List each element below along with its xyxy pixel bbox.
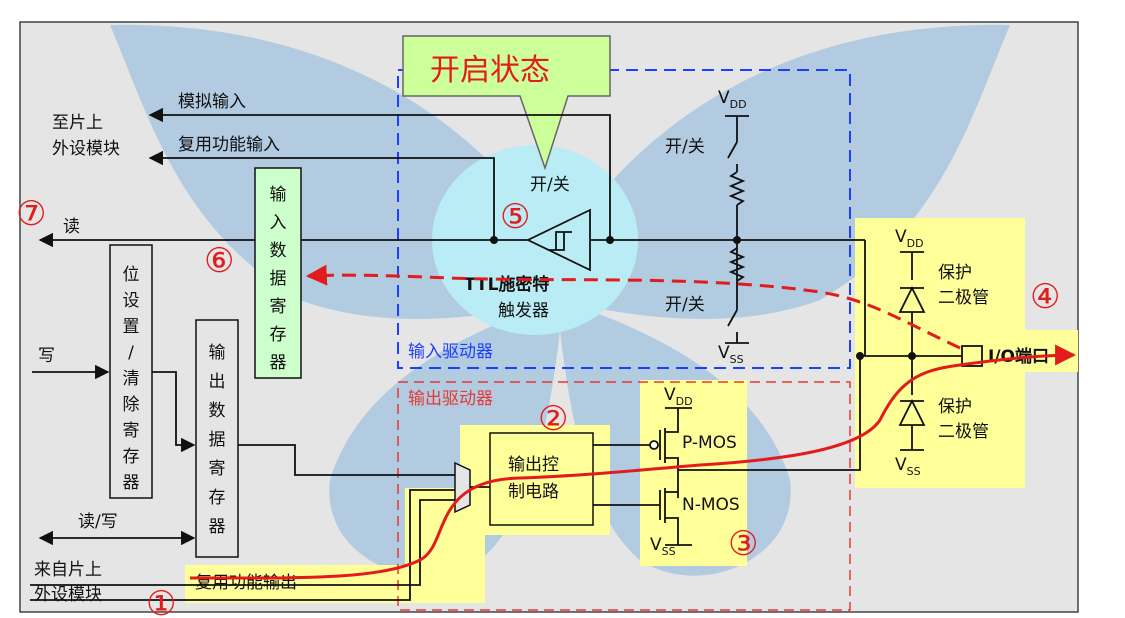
svg-text:VDD: VDD <box>718 88 747 111</box>
bit-set-clear-reg-char: 除 <box>123 395 140 415</box>
analog-input-path <box>148 107 611 240</box>
marker-1: ① <box>146 584 176 618</box>
bit-set-clear-reg-char: 设 <box>123 291 140 311</box>
output-junction <box>856 352 864 360</box>
schmitt-switch-label: 开/关 <box>530 175 570 195</box>
schmitt-label-2: 触发器 <box>498 301 549 321</box>
from-peripheral-label-1: 来自片上 <box>34 560 102 580</box>
input-data-register <box>254 167 302 379</box>
output-signal-path <box>189 344 1077 580</box>
vdd-pullup: VDD <box>718 88 747 111</box>
output-control-label-2: 制电路 <box>508 482 559 502</box>
bit-set-clear-reg-char: 位 <box>123 265 140 285</box>
output-data-reg-char: 数 <box>209 401 226 421</box>
svg-text:VSS: VSS <box>718 343 744 366</box>
output-data-reg-char: 输 <box>209 343 226 363</box>
output-driver-label: 输出驱动器 <box>408 389 493 409</box>
output-driver-box <box>397 381 851 611</box>
marker-3: ③ <box>728 524 758 564</box>
pmos-label: P-MOS <box>682 433 737 453</box>
svg-text:VDD: VDD <box>664 385 693 408</box>
input-data-reg-char: 据 <box>270 269 287 289</box>
input-data-reg-char: 存 <box>270 325 287 345</box>
schmitt-label-1: TTL施密特 <box>464 274 549 295</box>
alt-func-input-path <box>148 150 495 240</box>
io-port-label: I/O端口 <box>988 346 1049 367</box>
output-data-reg-char: 存 <box>209 488 226 508</box>
output-data-reg-char: 据 <box>209 430 226 450</box>
to-peripheral-label-2: 外设模块 <box>52 139 120 159</box>
to-peripheral-label-1: 至片上 <box>52 113 103 133</box>
output-data-reg-char: 出 <box>209 372 226 392</box>
bit-set-clear-reg-char: 置 <box>123 317 140 337</box>
bit-set-clear-register <box>109 244 153 499</box>
marker-6: ⑥ <box>204 241 234 281</box>
output-mux <box>454 461 471 514</box>
schmitt-output-junction <box>606 236 614 244</box>
open-state-title: 开启状态 <box>430 53 550 88</box>
mos-transistors <box>593 356 861 546</box>
write-label: 写 <box>38 346 55 366</box>
svg-text:VDD: VDD <box>895 227 924 250</box>
svg-text:VSS: VSS <box>895 455 921 478</box>
diode-junction <box>908 352 916 360</box>
diode-bottom-label-1: 保护 <box>938 397 972 417</box>
input-data-reg-char: 数 <box>270 241 287 261</box>
input-signal-path <box>305 264 961 350</box>
input-data-reg-char: 寄 <box>270 297 287 317</box>
marker-4: ④ <box>1030 277 1060 317</box>
input-driver-label: 输入驱动器 <box>408 342 493 362</box>
pullup-switch-label: 开/关 <box>665 137 705 157</box>
bit-set-clear-reg-char: 器 <box>123 473 140 493</box>
bit-set-clear-reg-char: / <box>128 343 134 363</box>
read-label: 读 <box>63 217 80 237</box>
vdd-diode: VDD <box>895 227 924 250</box>
vss-nmos: VSS <box>650 535 676 558</box>
vss-pulldown: VSS <box>718 343 744 366</box>
output-data-reg-char: 器 <box>209 517 226 537</box>
output-data-reg-char: 寄 <box>209 459 226 479</box>
read-path <box>38 232 866 356</box>
nmos-label: N-MOS <box>682 495 740 515</box>
pulldown-switch-label: 开/关 <box>665 295 705 315</box>
open-state-callout: 开启状态 <box>402 35 611 171</box>
output-data-register <box>195 319 239 558</box>
read-write-label: 读/写 <box>78 512 118 532</box>
schmitt-trigger <box>525 208 591 272</box>
input-driver-box <box>397 69 851 369</box>
vdd-pmos: VDD <box>664 385 693 408</box>
output-control-label-1: 输出控 <box>508 455 559 475</box>
alt-func-input-label: 复用功能输入 <box>178 135 280 155</box>
io-port-pad <box>961 345 983 367</box>
vss-diode: VSS <box>895 455 921 478</box>
bit-set-clear-reg-char: 存 <box>123 447 140 467</box>
diode-bottom-label-2: 二极管 <box>938 422 989 442</box>
input-data-reg-char: 器 <box>270 353 287 373</box>
pull-resistors <box>725 115 749 344</box>
marker-7: ⑦ <box>16 194 46 234</box>
input-data-reg-char: 输 <box>270 185 287 205</box>
analog-input-label: 模拟输入 <box>178 92 246 112</box>
write-path <box>32 364 456 546</box>
input-data-reg-char: 入 <box>270 213 287 233</box>
diode-top-label-2: 二极管 <box>938 288 989 308</box>
alt-func-out-label: 复用功能输出 <box>195 573 297 593</box>
bit-set-clear-reg-char: 寄 <box>123 421 140 441</box>
marker-2: ② <box>538 399 568 439</box>
svg-text:VSS: VSS <box>650 535 676 558</box>
from-peripheral-label-2: 外设模块 <box>34 585 102 605</box>
marker-5: ⑤ <box>500 197 530 237</box>
read-junction <box>733 236 741 244</box>
diode-top-label-1: 保护 <box>938 263 972 283</box>
schmitt-input-junction <box>490 236 498 244</box>
bit-set-clear-reg-char: 清 <box>123 369 140 389</box>
